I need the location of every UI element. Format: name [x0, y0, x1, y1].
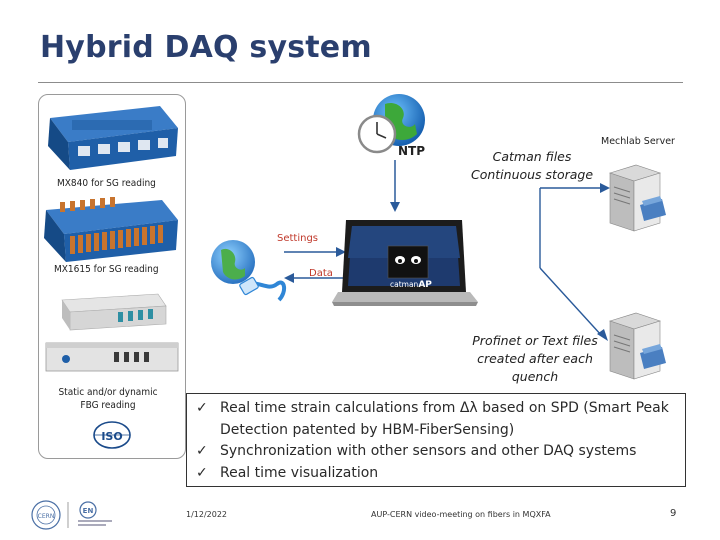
- mx840-device-image: [48, 106, 178, 170]
- ntp-to-laptop-arrow: [390, 160, 400, 212]
- profinet-note-line3: quench: [511, 369, 559, 384]
- footer-logos: CERN EN: [31, 500, 112, 530]
- catman-note-line2: Continuous storage: [470, 167, 594, 182]
- catman-note-line1: Catman files: [492, 149, 572, 164]
- fbg-rack-unit-image: [45, 342, 179, 372]
- profinet-note: Profinet or Text files created after eac…: [462, 332, 608, 386]
- footer-date: 1/12/2022: [186, 510, 228, 519]
- fbg-label-line2: FBG reading: [80, 400, 136, 411]
- bullet-text: Real time strain calculations from Δλ ba…: [220, 400, 669, 438]
- profinet-note-line1: Profinet or Text files: [472, 333, 598, 348]
- server-icon-bottom: [609, 312, 666, 380]
- page-title: Hybrid DAQ system: [40, 30, 372, 65]
- bullet-item: ✓ Synchronization with other sensors and…: [196, 441, 676, 463]
- catman-brand-label: catmanAP: [390, 280, 432, 290]
- bullet-item: ✓ Real time strain calculations from Δλ …: [196, 398, 676, 441]
- cern-logo-text: CERN: [38, 513, 55, 520]
- device-panel: [38, 94, 186, 459]
- mx1615-label: MX1615 for SG reading: [54, 264, 159, 275]
- mx1615-device-image: [44, 197, 178, 262]
- iso-logo: ISO: [93, 421, 131, 449]
- ethernet-cable-icon: [211, 240, 286, 302]
- ntp-globe-clock-icon: [357, 94, 425, 154]
- catman-note: Catman files Continuous storage: [462, 148, 602, 184]
- mx840-label: MX840 for SG reading: [57, 178, 156, 189]
- bullet-text: Real time visualization: [220, 464, 379, 481]
- laptop-image: [332, 220, 478, 306]
- server-icon-top: [609, 164, 666, 232]
- fbg-interrogator-image: [61, 293, 167, 331]
- page-number: 9: [670, 508, 677, 519]
- settings-label: Settings: [277, 233, 319, 244]
- ntp-label: NTP: [398, 144, 426, 158]
- iso-logo-text: ISO: [101, 430, 122, 443]
- catman-ap-text: AP: [418, 280, 432, 290]
- laptop-server-connectors: [539, 183, 610, 341]
- data-label: Data: [309, 268, 333, 279]
- settings-data-arrows: [284, 247, 346, 283]
- profinet-note-line2: created after each: [477, 351, 593, 366]
- bullet-text: Synchronization with other sensors and o…: [220, 443, 637, 459]
- bullet-list: ✓ Real time strain calculations from Δλ …: [196, 398, 676, 484]
- bullet-box: [186, 393, 686, 487]
- catman-brand-text: catman: [390, 280, 419, 289]
- check-icon: ✓: [196, 400, 208, 416]
- en-logo-text: EN: [83, 507, 94, 515]
- bullet-item: ✓ Real time visualization: [196, 463, 676, 485]
- footer-center-text: AUP-CERN video-meeting on fibers in MQXF…: [371, 510, 551, 519]
- fbg-label: Static and/or dynamic FBG reading: [52, 386, 164, 412]
- fbg-label-line1: Static and/or dynamic: [58, 387, 158, 398]
- title-divider: [38, 82, 683, 83]
- check-icon: ✓: [196, 443, 208, 459]
- mechlab-server-label: Mechlab Server: [601, 136, 675, 147]
- check-icon: ✓: [196, 464, 208, 481]
